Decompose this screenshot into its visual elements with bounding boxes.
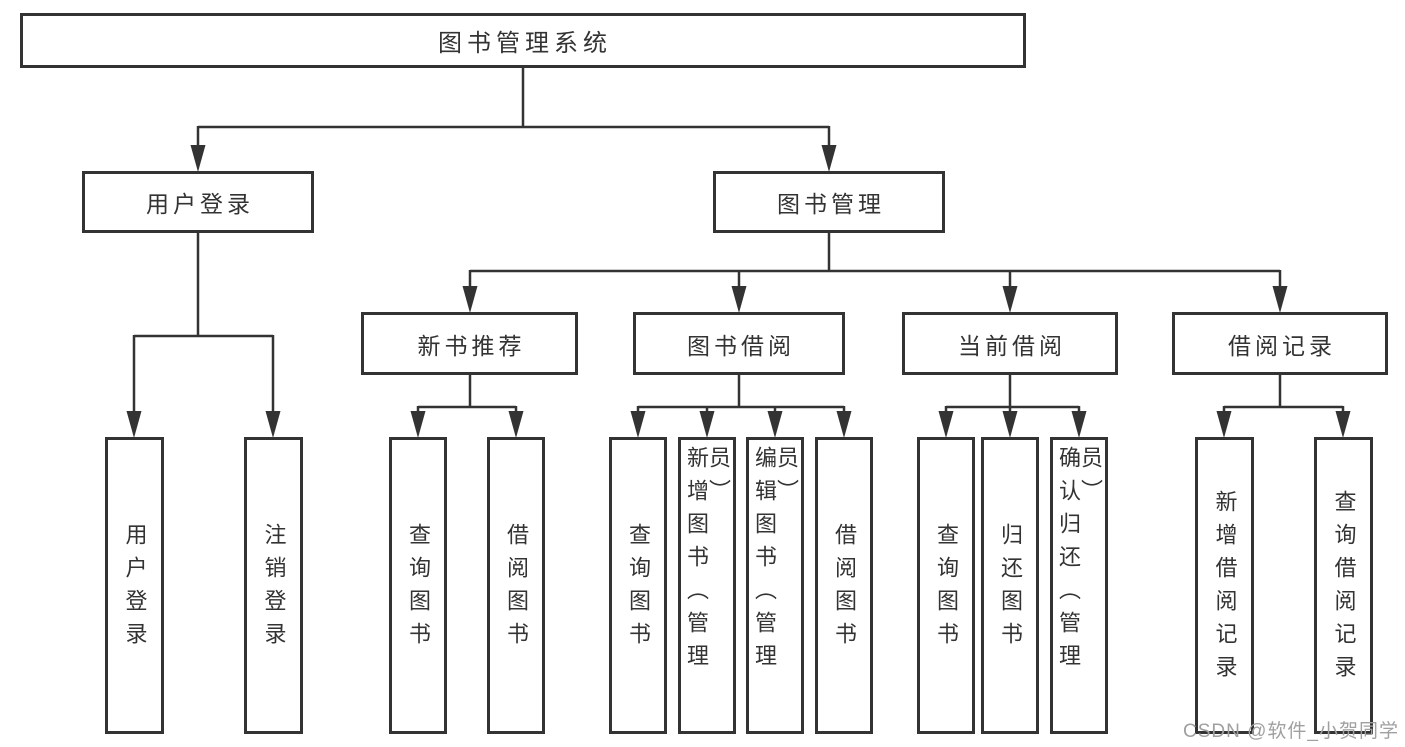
leaf-bb-add-books-admin-label: 新增图书（管理员） [684, 446, 731, 677]
node-user-login-label: 用户登录 [146, 191, 254, 217]
leaf-nbr-borrow-books: 借阅图书 [487, 437, 545, 734]
leaf-nbr-borrow-books-label: 借阅图书 [504, 522, 529, 655]
node-current-borrowing-label: 当前借阅 [958, 332, 1066, 359]
node-root: 图书管理系统 [20, 13, 1026, 68]
leaf-br-query-record-label: 查询借阅记录 [1331, 489, 1357, 688]
node-book-borrowing: 图书借阅 [633, 312, 845, 375]
leaf-bb-borrow-books: 借阅图书 [815, 437, 873, 734]
leaf-br-add-record-label: 新增借阅记录 [1212, 489, 1238, 688]
node-new-book-recommend: 新书推荐 [361, 312, 578, 375]
leaf-bb-edit-books-admin: 编辑图书（管理员） [746, 437, 804, 734]
leaf-logout: 注销登录 [244, 437, 303, 734]
leaf-bb-add-books-admin: 新增图书（管理员） [678, 437, 736, 734]
node-current-borrowing: 当前借阅 [902, 312, 1118, 375]
node-book-management: 图书管理 [713, 171, 945, 233]
leaf-logout-label: 注销登录 [261, 522, 287, 655]
node-new-book-recommend-label: 新书推荐 [417, 332, 526, 359]
leaf-cb-return-books: 归还图书 [981, 437, 1039, 734]
node-borrowing-records: 借阅记录 [1172, 312, 1388, 375]
leaf-nbr-query-books: 查询图书 [389, 437, 447, 734]
node-root-label: 图书管理系统 [438, 30, 612, 57]
leaf-cb-return-books-label: 归还图书 [998, 522, 1023, 655]
leaf-br-add-record: 新增借阅记录 [1195, 437, 1254, 734]
leaf-bb-query-books: 查询图书 [609, 437, 667, 734]
leaf-nbr-query-books-label: 查询图书 [406, 522, 431, 655]
node-book-borrowing-label: 图书借阅 [687, 332, 795, 359]
node-borrowing-records-label: 借阅记录 [1228, 332, 1336, 359]
leaf-bb-query-books-label: 查询图书 [626, 522, 651, 655]
leaf-cb-query-books: 查询图书 [917, 437, 975, 734]
leaf-user-login-label: 用户登录 [122, 522, 148, 655]
leaf-cb-query-books-label: 查询图书 [934, 522, 959, 655]
leaf-bb-edit-books-admin-label: 编辑图书（管理员） [752, 446, 799, 677]
leaf-cb-confirm-return-admin-label: 确认归还（管理员） [1056, 446, 1103, 677]
node-book-management-label: 图书管理 [777, 191, 885, 217]
watermark: CSDN @软件_小贺同学 [1183, 721, 1399, 742]
leaf-br-query-record: 查询借阅记录 [1314, 437, 1373, 734]
leaf-bb-borrow-books-label: 借阅图书 [832, 522, 857, 655]
leaf-cb-confirm-return-admin: 确认归还（管理员） [1050, 437, 1108, 734]
leaf-user-login: 用户登录 [105, 437, 164, 734]
node-user-login: 用户登录 [82, 171, 314, 233]
